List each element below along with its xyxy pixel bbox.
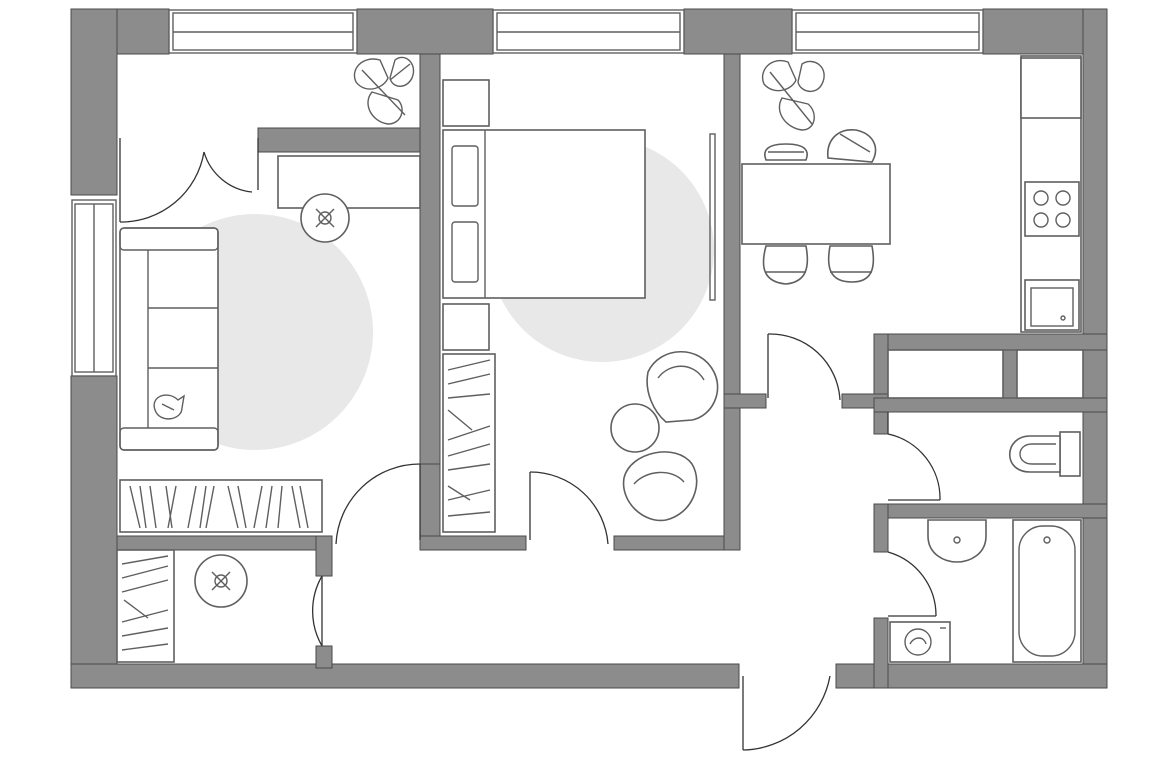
wc bbox=[887, 412, 1081, 501]
wall-living-bedroom-lower bbox=[419, 463, 441, 549]
kitchen-sink bbox=[1024, 279, 1080, 331]
wall-bottom-left bbox=[70, 663, 740, 689]
wall-storage-left bbox=[873, 333, 889, 435]
wall-bath-left-lower bbox=[873, 617, 889, 689]
storage-shelf-right bbox=[1016, 349, 1084, 399]
nightstand-bottom bbox=[442, 303, 490, 351]
toilet-icon bbox=[1008, 431, 1081, 477]
wc-door bbox=[887, 412, 941, 501]
desk bbox=[277, 155, 421, 209]
walls bbox=[70, 8, 1108, 689]
entrance-door[interactable] bbox=[742, 675, 831, 751]
bedroom-wardrobe bbox=[442, 353, 496, 533]
window-living-side bbox=[71, 199, 117, 377]
wall-top-2 bbox=[356, 8, 494, 55]
washing-machine-icon bbox=[889, 621, 951, 663]
wall-wc-bath bbox=[873, 503, 1108, 519]
wall-storage-wc bbox=[873, 397, 1108, 413]
wall-hall-stub-top bbox=[315, 535, 333, 577]
armchair-bottom bbox=[622, 451, 698, 522]
washbasin-icon bbox=[927, 519, 987, 563]
wall-kitchen-storage bbox=[873, 333, 1108, 351]
wall-bedroom-bottom-left bbox=[419, 535, 527, 551]
sofa bbox=[119, 227, 219, 451]
kitchen-door bbox=[767, 333, 841, 401]
windows bbox=[71, 9, 984, 377]
coffee-table bbox=[610, 403, 660, 453]
storage bbox=[887, 349, 1084, 399]
wall-bedroom-bottom-right bbox=[613, 535, 741, 551]
plant-icon bbox=[761, 59, 825, 131]
bookshelf bbox=[119, 479, 323, 533]
window-kitchen bbox=[791, 9, 984, 54]
stove bbox=[1024, 181, 1080, 237]
wall-living-hall bbox=[116, 535, 333, 551]
bathroom-door bbox=[887, 551, 937, 617]
wall-top-3 bbox=[683, 8, 793, 55]
hall-stool bbox=[194, 554, 248, 608]
dining-chair-bottom-right bbox=[827, 245, 875, 283]
dining-chair-top-right bbox=[827, 129, 877, 163]
hall-wardrobe bbox=[116, 549, 175, 663]
armchair-top bbox=[646, 350, 719, 423]
storage-shelf-left bbox=[887, 349, 1004, 399]
living-room bbox=[119, 56, 421, 533]
wall-left-bottom bbox=[70, 375, 118, 689]
wall-hall-stub-bottom bbox=[315, 645, 333, 669]
wall-living-bedroom-upper bbox=[419, 53, 441, 465]
wall-storage-divider bbox=[1002, 349, 1018, 399]
living-room-door bbox=[335, 463, 421, 545]
hall-closet-door bbox=[312, 575, 323, 647]
dining-chair-top-left bbox=[764, 143, 808, 161]
dining-table bbox=[741, 163, 891, 245]
wall-bedroom-kitchen bbox=[723, 53, 741, 551]
plant-icon bbox=[353, 56, 415, 125]
fridge bbox=[1020, 57, 1082, 119]
hall bbox=[116, 549, 831, 751]
bedroom-sliding-door bbox=[709, 133, 716, 301]
bathroom bbox=[887, 519, 1082, 663]
wall-left-top bbox=[70, 8, 118, 196]
dining-chair-bottom-left bbox=[762, 245, 809, 285]
wall-kitchen-hall-stub bbox=[723, 393, 767, 409]
cat-icon bbox=[153, 394, 185, 420]
living-nook-door bbox=[119, 138, 259, 223]
bedroom bbox=[442, 79, 719, 545]
window-bedroom bbox=[492, 9, 685, 54]
bedroom-door bbox=[529, 471, 609, 545]
kitchen bbox=[741, 55, 1082, 333]
desk-stool bbox=[300, 193, 350, 243]
wall-bath-left-upper bbox=[873, 503, 889, 553]
bathtub bbox=[1012, 519, 1082, 663]
wall-living-nook bbox=[257, 127, 421, 153]
nightstand-top bbox=[442, 79, 490, 127]
double-bed bbox=[442, 129, 646, 299]
window-living bbox=[168, 9, 358, 54]
